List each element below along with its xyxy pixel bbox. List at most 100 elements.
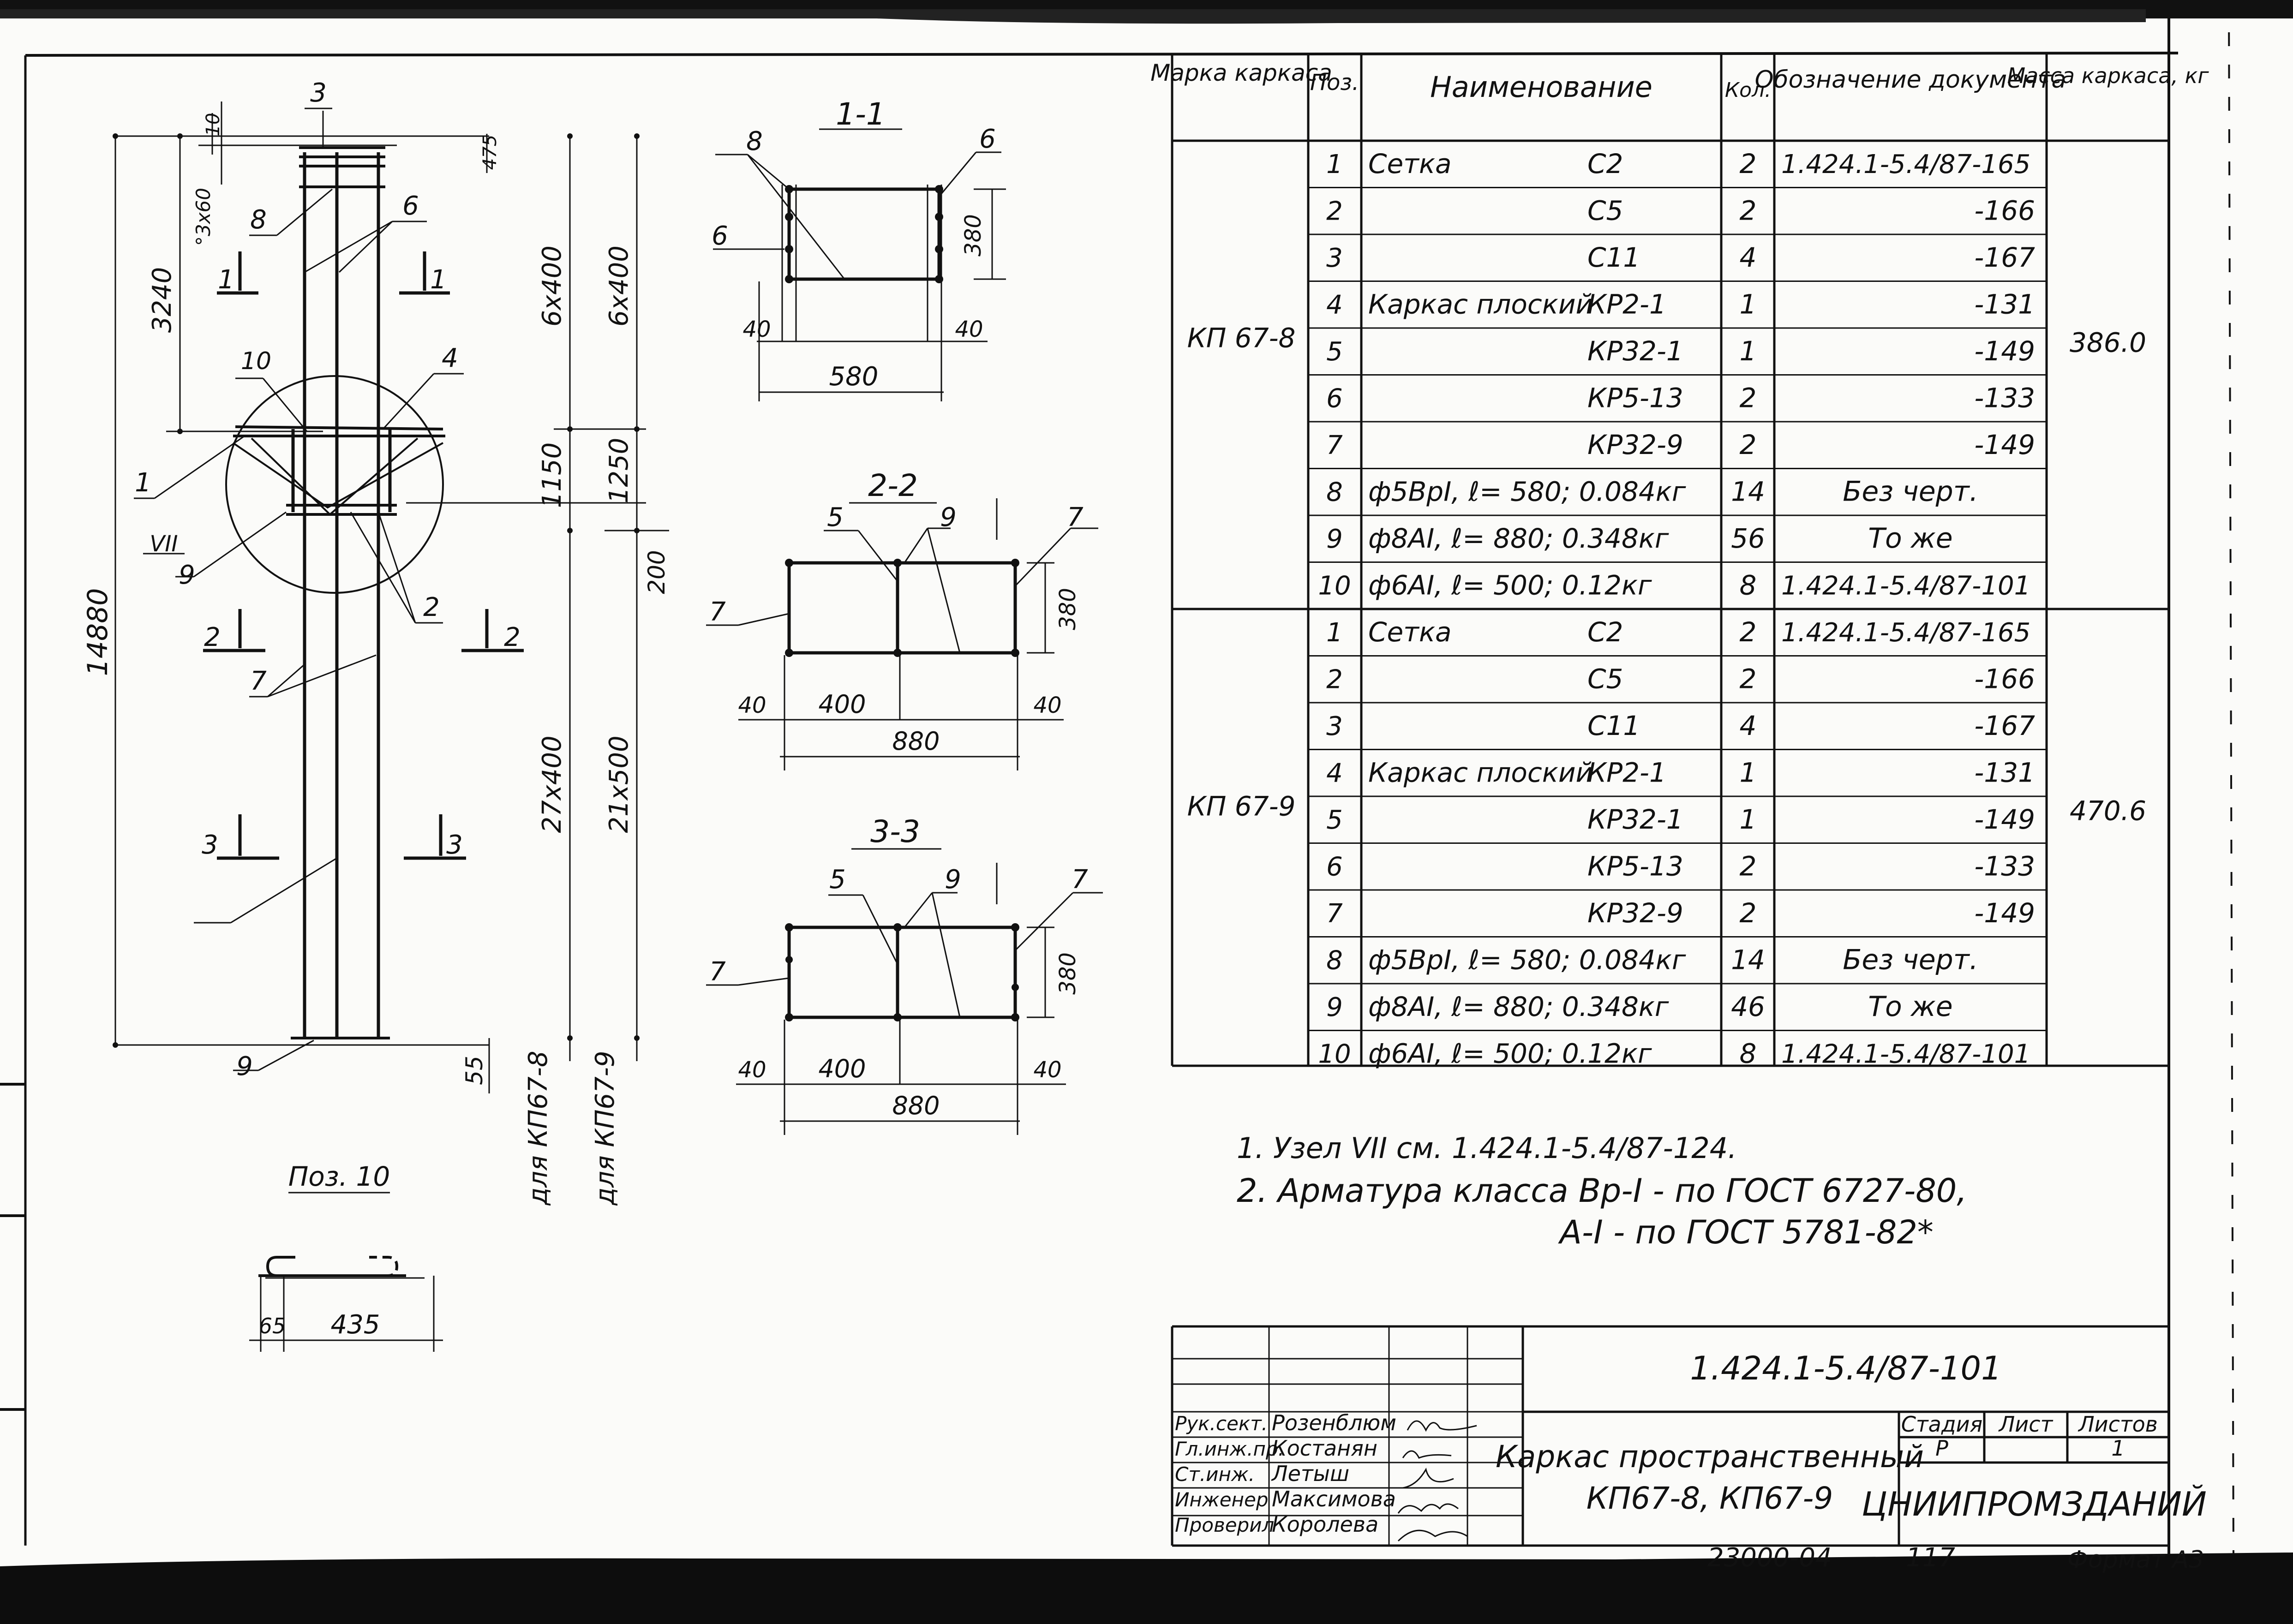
section-1-1-title: 1-1 xyxy=(836,96,886,132)
role-label: Ст.инж. xyxy=(1175,1463,1255,1486)
cell-doc: 1.424.1-5.4/87-165 xyxy=(1781,149,2030,179)
cell-doc: -149 xyxy=(1974,335,2035,367)
cut-1-right: 1 xyxy=(430,265,447,295)
pos10-sketch xyxy=(258,1256,406,1277)
page-number: 117 xyxy=(1906,1543,1955,1573)
cell-qty: 2 xyxy=(1740,382,1757,414)
dim-200: 200 xyxy=(643,550,670,594)
header-mark: Марка каркаса xyxy=(1150,60,1332,86)
header-mass: Масса каркаса, кг xyxy=(2007,63,2209,88)
dim-27x400: 27х400 xyxy=(537,735,567,833)
cell-code: КР32-1 xyxy=(1587,804,1683,835)
role-label: Гл.инж.пр. xyxy=(1175,1438,1284,1460)
leader-9-bottom: 9 xyxy=(236,1051,253,1081)
cell-pos: 10 xyxy=(1318,571,1351,601)
section-3-3-l: 40 xyxy=(738,1057,766,1083)
cell-qty: 1 xyxy=(1740,335,1757,367)
cell-doc: Без черт. xyxy=(1843,476,1978,508)
cell-code: КР32-9 xyxy=(1587,897,1683,929)
dim-10: 10 xyxy=(203,113,224,137)
cell-doc: -166 xyxy=(1974,195,2035,227)
cell-name: ф6АI, ℓ= 500; 0.12кг xyxy=(1368,570,1652,601)
cell-qty: 8 xyxy=(1740,570,1757,601)
role-label: Инженер xyxy=(1175,1488,1269,1511)
cell-qty: 2 xyxy=(1740,851,1757,882)
section-3-3-leader-7r: 7 xyxy=(1072,865,1088,895)
header-name: Наименование xyxy=(1430,70,1652,104)
role-label: Проверил xyxy=(1175,1514,1274,1536)
cell-doc: То же xyxy=(1868,991,1952,1023)
elevation-view xyxy=(113,102,669,1093)
cell-pos: 3 xyxy=(1326,711,1343,741)
cell-qty: 8 xyxy=(1740,1038,1757,1069)
cell-qty: 2 xyxy=(1740,429,1757,460)
dim-3x60: °3х60 xyxy=(192,188,215,246)
cell-code: С2 xyxy=(1587,616,1623,648)
cell-qty: 14 xyxy=(1731,944,1765,976)
section-2-2-r: 40 xyxy=(1033,693,1061,718)
cell-pos: 4 xyxy=(1326,758,1343,788)
cell-pos: 7 xyxy=(1326,430,1343,460)
dim-6x400-b: 6х400 xyxy=(604,245,634,327)
for-kp67-8: для КП67-8 xyxy=(523,1051,553,1206)
stage-value: Р xyxy=(1935,1436,1948,1461)
title-line-1: Каркас пространственный xyxy=(1496,1439,1924,1475)
section-1-1-leader-8: 8 xyxy=(746,126,763,156)
cell-code: КР2-1 xyxy=(1587,289,1666,320)
role-name: Летыш xyxy=(1271,1461,1349,1486)
cell-code: КР5-13 xyxy=(1587,382,1683,414)
section-3-3-mid: 400 xyxy=(818,1054,866,1083)
cell-pos: 5 xyxy=(1326,337,1343,367)
section-1-1-w: 580 xyxy=(829,362,879,392)
pos10-dim-65: 65 xyxy=(259,1314,286,1338)
note-2: 2. Арматура класса Вр-I - по ГОСТ 6727-8… xyxy=(1237,1172,1967,1210)
pos10-dims xyxy=(249,1192,443,1352)
node-vii-circle xyxy=(225,375,444,594)
section-1-1-r: 40 xyxy=(955,316,983,342)
cell-doc: -133 xyxy=(1974,382,2035,414)
cut-line xyxy=(2228,0,2234,1555)
section-2-2-leader-9: 9 xyxy=(940,502,957,532)
cell-qty: 2 xyxy=(1740,148,1757,179)
cell-name: Каркас плоский xyxy=(1368,757,1593,788)
section-3-3-w: 880 xyxy=(892,1091,940,1120)
cell-code: С5 xyxy=(1587,663,1623,695)
cell-code: КР2-1 xyxy=(1587,757,1666,788)
header-pos: Поз. xyxy=(1310,70,1359,96)
cell-doc: -131 xyxy=(1974,289,2035,320)
cell-pos: 4 xyxy=(1326,290,1343,320)
cell-doc: 1.424.1-5.4/87-101 xyxy=(1781,571,2030,601)
leader-8: 8 xyxy=(250,205,267,235)
spec-row-lines xyxy=(1308,187,2047,1031)
archive-number: 23000-04 xyxy=(1707,1543,1832,1573)
cell-doc: -133 xyxy=(1974,851,2035,882)
cell-name: ф5ВрI, ℓ= 580; 0.084кг xyxy=(1368,944,1686,976)
cell-code: С11 xyxy=(1587,710,1640,741)
dim-14880: 14880 xyxy=(82,588,114,676)
cell-doc: То же xyxy=(1868,522,1952,555)
role-name: Максимова xyxy=(1272,1487,1396,1511)
cell-doc: -166 xyxy=(1974,663,2035,695)
section-3-3-leader-7l: 7 xyxy=(709,957,726,987)
cell-qty: 4 xyxy=(1740,242,1757,273)
cell-pos: 1 xyxy=(1326,149,1343,179)
title-block-grid xyxy=(1171,1325,2169,1547)
dim-1150: 1150 xyxy=(537,442,567,508)
sheet-label: Лист xyxy=(1998,1412,2054,1437)
cell-doc: 1.424.1-5.4/87-101 xyxy=(1781,1039,2030,1069)
cell-mark: КП 67-8 xyxy=(1187,322,1296,354)
section-views xyxy=(787,187,1017,1019)
dim-475: 475 xyxy=(479,135,501,170)
cell-doc: Без черт. xyxy=(1843,944,1978,976)
leader-10: 10 xyxy=(241,347,271,375)
cell-qty: 4 xyxy=(1740,710,1757,741)
cell-code: С11 xyxy=(1587,242,1640,273)
role-name: Костанян xyxy=(1272,1436,1377,1461)
section-dots xyxy=(785,185,1019,1021)
section-3-3-h: 380 xyxy=(1055,952,1081,995)
cell-qty: 56 xyxy=(1731,523,1765,554)
cell-name: ф5ВрI, ℓ= 580; 0.084кг xyxy=(1368,476,1686,508)
cell-name: ф6АI, ℓ= 500; 0.12кг xyxy=(1368,1038,1652,1069)
